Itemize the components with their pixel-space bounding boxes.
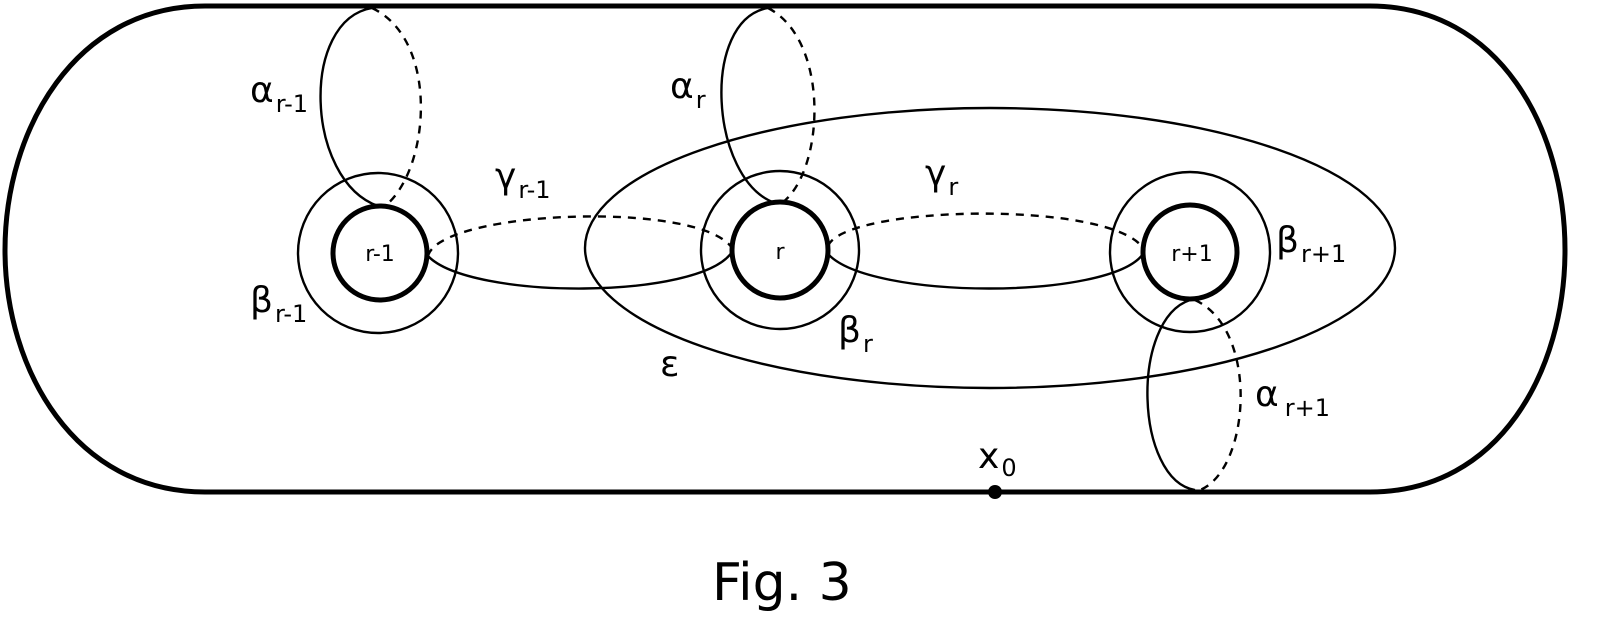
alpha-right-dashed <box>1194 298 1242 492</box>
alpha-left-solid <box>319 6 379 208</box>
hole-middle-label: r <box>775 240 785 265</box>
beta-left-sub: r-1 <box>275 300 307 328</box>
beta-middle-curve <box>699 169 861 331</box>
alpha-left-dashed <box>371 6 422 207</box>
gamma-left-base: γ <box>495 156 516 197</box>
gamma-left-solid <box>427 251 733 290</box>
alpha-mid-label: αr <box>670 66 706 114</box>
alpha-left-sub: r-1 <box>276 90 308 118</box>
hole-middle-boundary <box>729 199 831 301</box>
basepoint-dot <box>988 485 1002 499</box>
alpha-left-label: αr-1 <box>250 70 308 118</box>
gamma-left-label: γr-1 <box>495 156 551 204</box>
epsilon-label: ε <box>660 344 679 385</box>
alpha-right-sub: r+1 <box>1285 394 1330 422</box>
alpha-mid-solid <box>720 6 776 205</box>
figure-caption: Fig. 3 <box>712 553 852 613</box>
gamma-right-solid <box>827 253 1144 290</box>
surface-outline <box>2 3 1568 495</box>
hole-right-label: r+1 <box>1171 242 1212 267</box>
beta-mid-base: β <box>838 310 861 351</box>
basepoint-label: x0 <box>978 436 1017 482</box>
alpha-mid-sub: r <box>696 86 706 114</box>
beta-left-base: β <box>250 280 273 321</box>
beta-right-sub: r+1 <box>1301 240 1346 268</box>
gamma-right-base: γ <box>925 153 946 194</box>
beta-left-curve <box>296 171 460 335</box>
hole-left-boundary <box>330 203 430 303</box>
gamma-left-dashed <box>426 215 733 257</box>
epsilon-curve <box>583 106 1397 390</box>
basepoint-sub: 0 <box>1001 454 1016 482</box>
gamma-right-sub: r <box>948 173 958 201</box>
gamma-left-sub: r-1 <box>518 176 550 204</box>
beta-right-base: β <box>1276 220 1299 261</box>
alpha-mid-base: α <box>670 66 694 107</box>
beta-left-label: βr-1 <box>250 280 307 328</box>
hole-right-boundary <box>1140 202 1240 302</box>
beta-right-label: βr+1 <box>1276 220 1346 268</box>
gamma-right-dashed <box>826 212 1144 249</box>
beta-mid-sub: r <box>863 330 873 358</box>
alpha-right-base: α <box>1255 374 1279 415</box>
alpha-right-solid <box>1146 298 1196 492</box>
alpha-left-base: α <box>250 70 274 111</box>
beta-right-curve <box>1108 170 1272 334</box>
hole-left-label: r-1 <box>365 242 395 267</box>
basepoint-base: x <box>978 436 999 477</box>
beta-mid-label: βr <box>838 310 873 358</box>
alpha-mid-dashed <box>767 6 816 204</box>
gamma-right-label: γr <box>925 153 958 201</box>
